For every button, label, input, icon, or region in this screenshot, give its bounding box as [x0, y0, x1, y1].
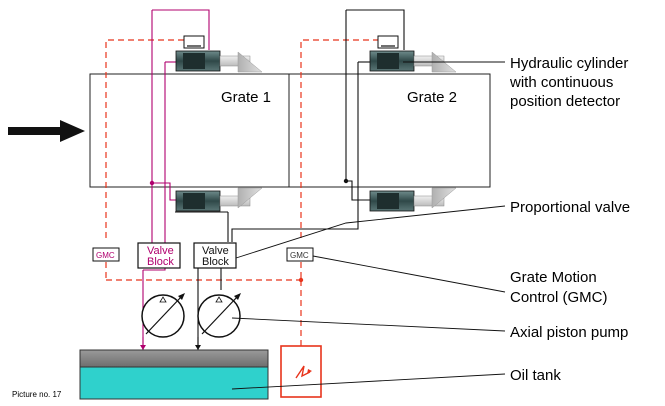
valve-block-left-line2: Block [147, 256, 174, 268]
pump-right [197, 293, 241, 338]
pump-left [141, 293, 185, 338]
valve-block-right-line1: Valve [202, 245, 229, 257]
oil-tank [79, 349, 269, 400]
callout-proportional-valve: Proportional valve [510, 199, 630, 216]
cylinder-grate1-bottom [175, 187, 263, 212]
callout-cylinder-line1: Hydraulic cylinder [510, 55, 628, 72]
grate-2-label: Grate 2 [407, 89, 457, 106]
callout-leaders [231, 61, 506, 390]
grate-2-box [288, 73, 491, 188]
valve-block-left-line1: Valve [147, 245, 174, 257]
callout-oil-tank: Oil tank [510, 367, 561, 384]
gmc-box-right: GMC [286, 247, 314, 262]
cylinder-grate2-top [369, 35, 457, 73]
black-junction [343, 178, 349, 184]
grate-1-label: Grate 1 [221, 89, 271, 106]
callout-gmc-line2: Control (GMC) [510, 289, 608, 306]
cylinder-grate2-bottom [369, 187, 457, 212]
gmc-box-right-label: GMC [290, 251, 309, 260]
valve-block-right: Valve Block [193, 242, 237, 269]
callout-cylinder-line3: position detector [510, 93, 620, 110]
signal-junction [298, 277, 304, 283]
valve-block-left: Valve Block [137, 242, 181, 269]
valve-block-right-line2: Block [202, 256, 229, 268]
callout-cylinder-line2: with continuous [509, 74, 613, 91]
magenta-junction [149, 180, 155, 186]
picture-number: Picture no. 17 [12, 390, 62, 399]
callout-pump: Axial piston pump [510, 324, 628, 341]
feed-arrow [8, 120, 85, 142]
callout-gmc-line1: Grate Motion [510, 269, 597, 286]
gmc-box-left: GMC [92, 247, 120, 262]
grate-2-hydraulic-lines [175, 9, 405, 350]
heater-element [280, 345, 322, 398]
cylinder-grate1-top [175, 35, 263, 73]
gmc-box-left-label: GMC [96, 251, 115, 260]
